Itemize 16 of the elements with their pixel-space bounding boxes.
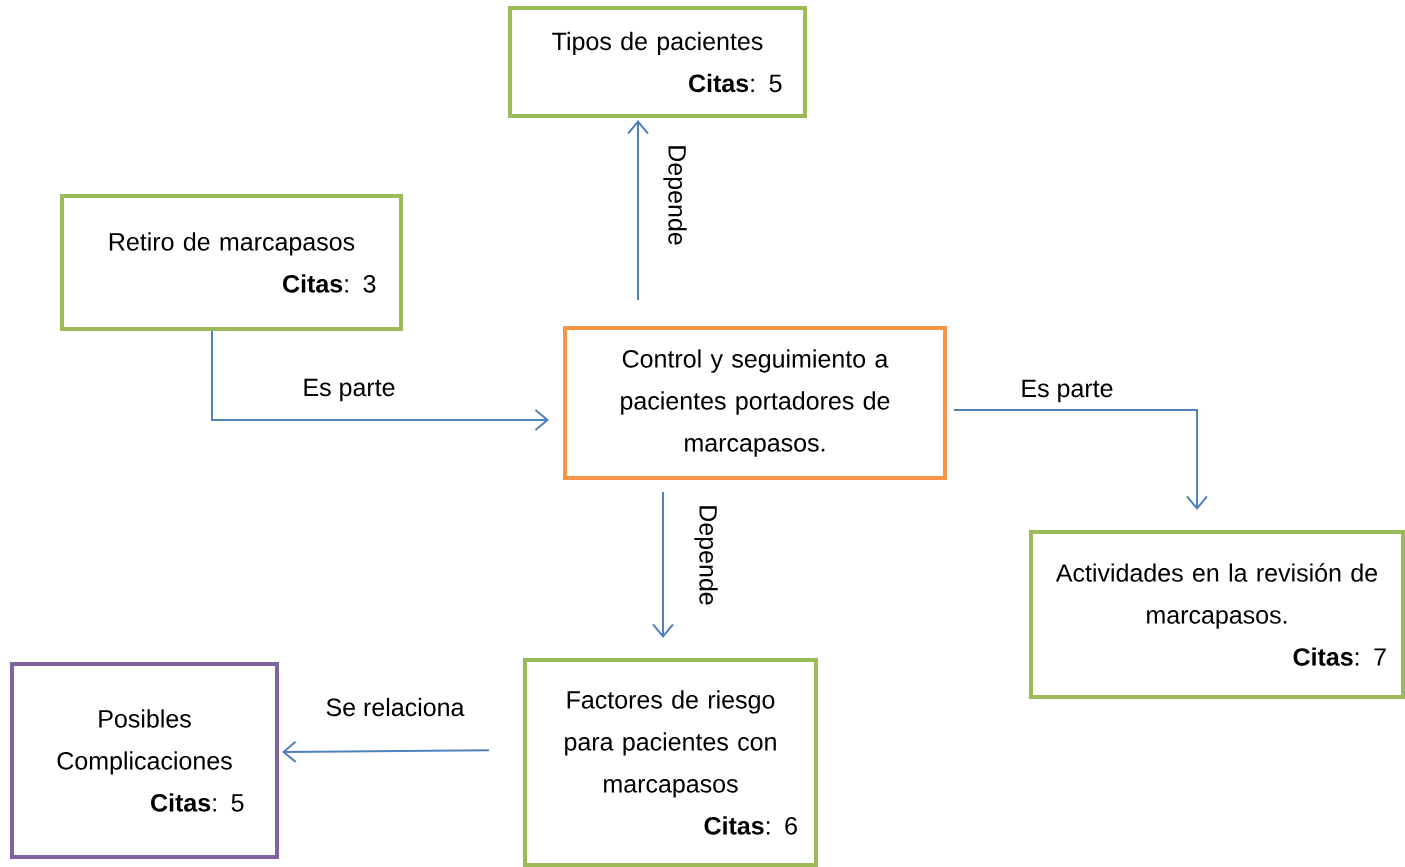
arrow xyxy=(627,120,649,301)
edge-label: Es parte xyxy=(300,376,398,404)
edge-label: Es parte xyxy=(1018,377,1116,405)
concept-box: Factores de riesgo para pacientes con marcapasos Citas: 6 xyxy=(523,658,818,867)
edge-label: Depende xyxy=(661,142,689,248)
edge-label: Depende xyxy=(692,502,720,608)
concept-box: Tipos de pacientes Citas: 5 xyxy=(508,6,807,118)
arrow xyxy=(953,409,1208,510)
concept-box: Posibles Complicaciones Citas: 5 xyxy=(10,662,279,859)
concept-box: Control y seguimiento a pacientes portadores de marcapasos. xyxy=(563,326,947,480)
arrow xyxy=(652,491,674,638)
arrow xyxy=(211,330,549,431)
arrow xyxy=(282,740,490,763)
concept-box: Actividades en la revisión de marcapasos. Citas: 7 xyxy=(1029,530,1405,699)
concept-box: Retiro de marcapasos Citas: 3 xyxy=(60,194,403,331)
edge-label: Se relaciona xyxy=(323,695,467,719)
